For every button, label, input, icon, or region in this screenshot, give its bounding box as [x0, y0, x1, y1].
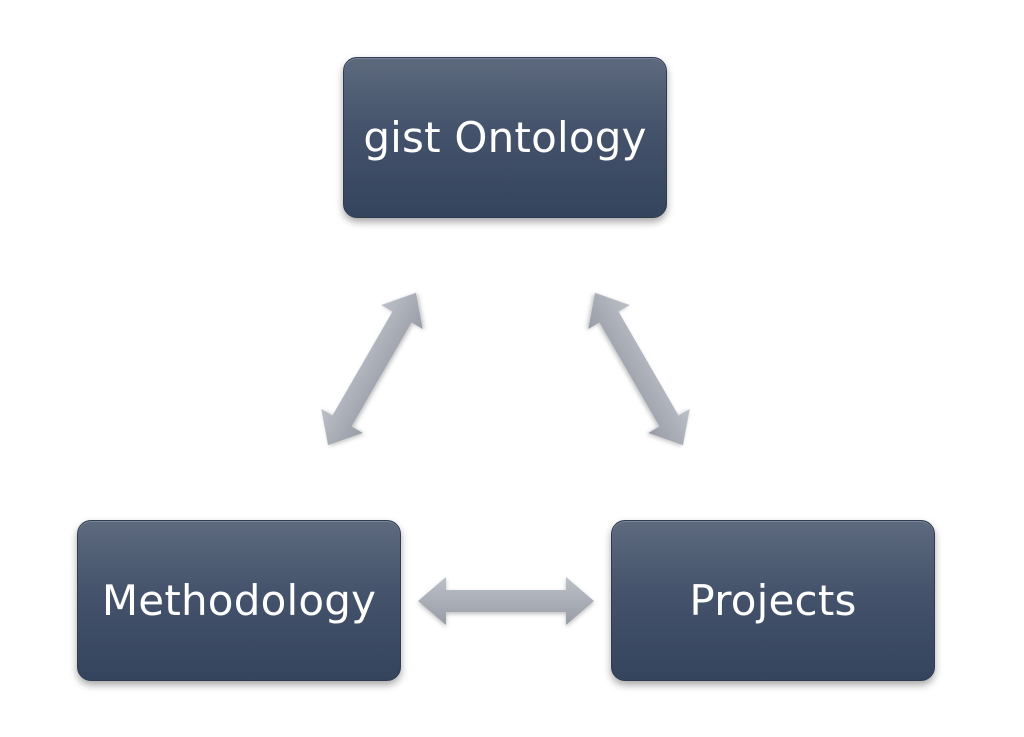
edge-top-right-arrow: [588, 292, 690, 446]
node-methodology: Methodology: [77, 520, 401, 681]
edge-left-right-arrow: [418, 577, 594, 625]
node-projects-label: Projects: [689, 576, 857, 625]
node-projects: Projects: [611, 520, 935, 681]
node-gist-ontology: gist Ontology: [343, 57, 667, 218]
node-methodology-label: Methodology: [101, 576, 377, 625]
edge-top-left-arrow: [321, 292, 423, 446]
node-gist-ontology-label: gist Ontology: [363, 113, 647, 162]
